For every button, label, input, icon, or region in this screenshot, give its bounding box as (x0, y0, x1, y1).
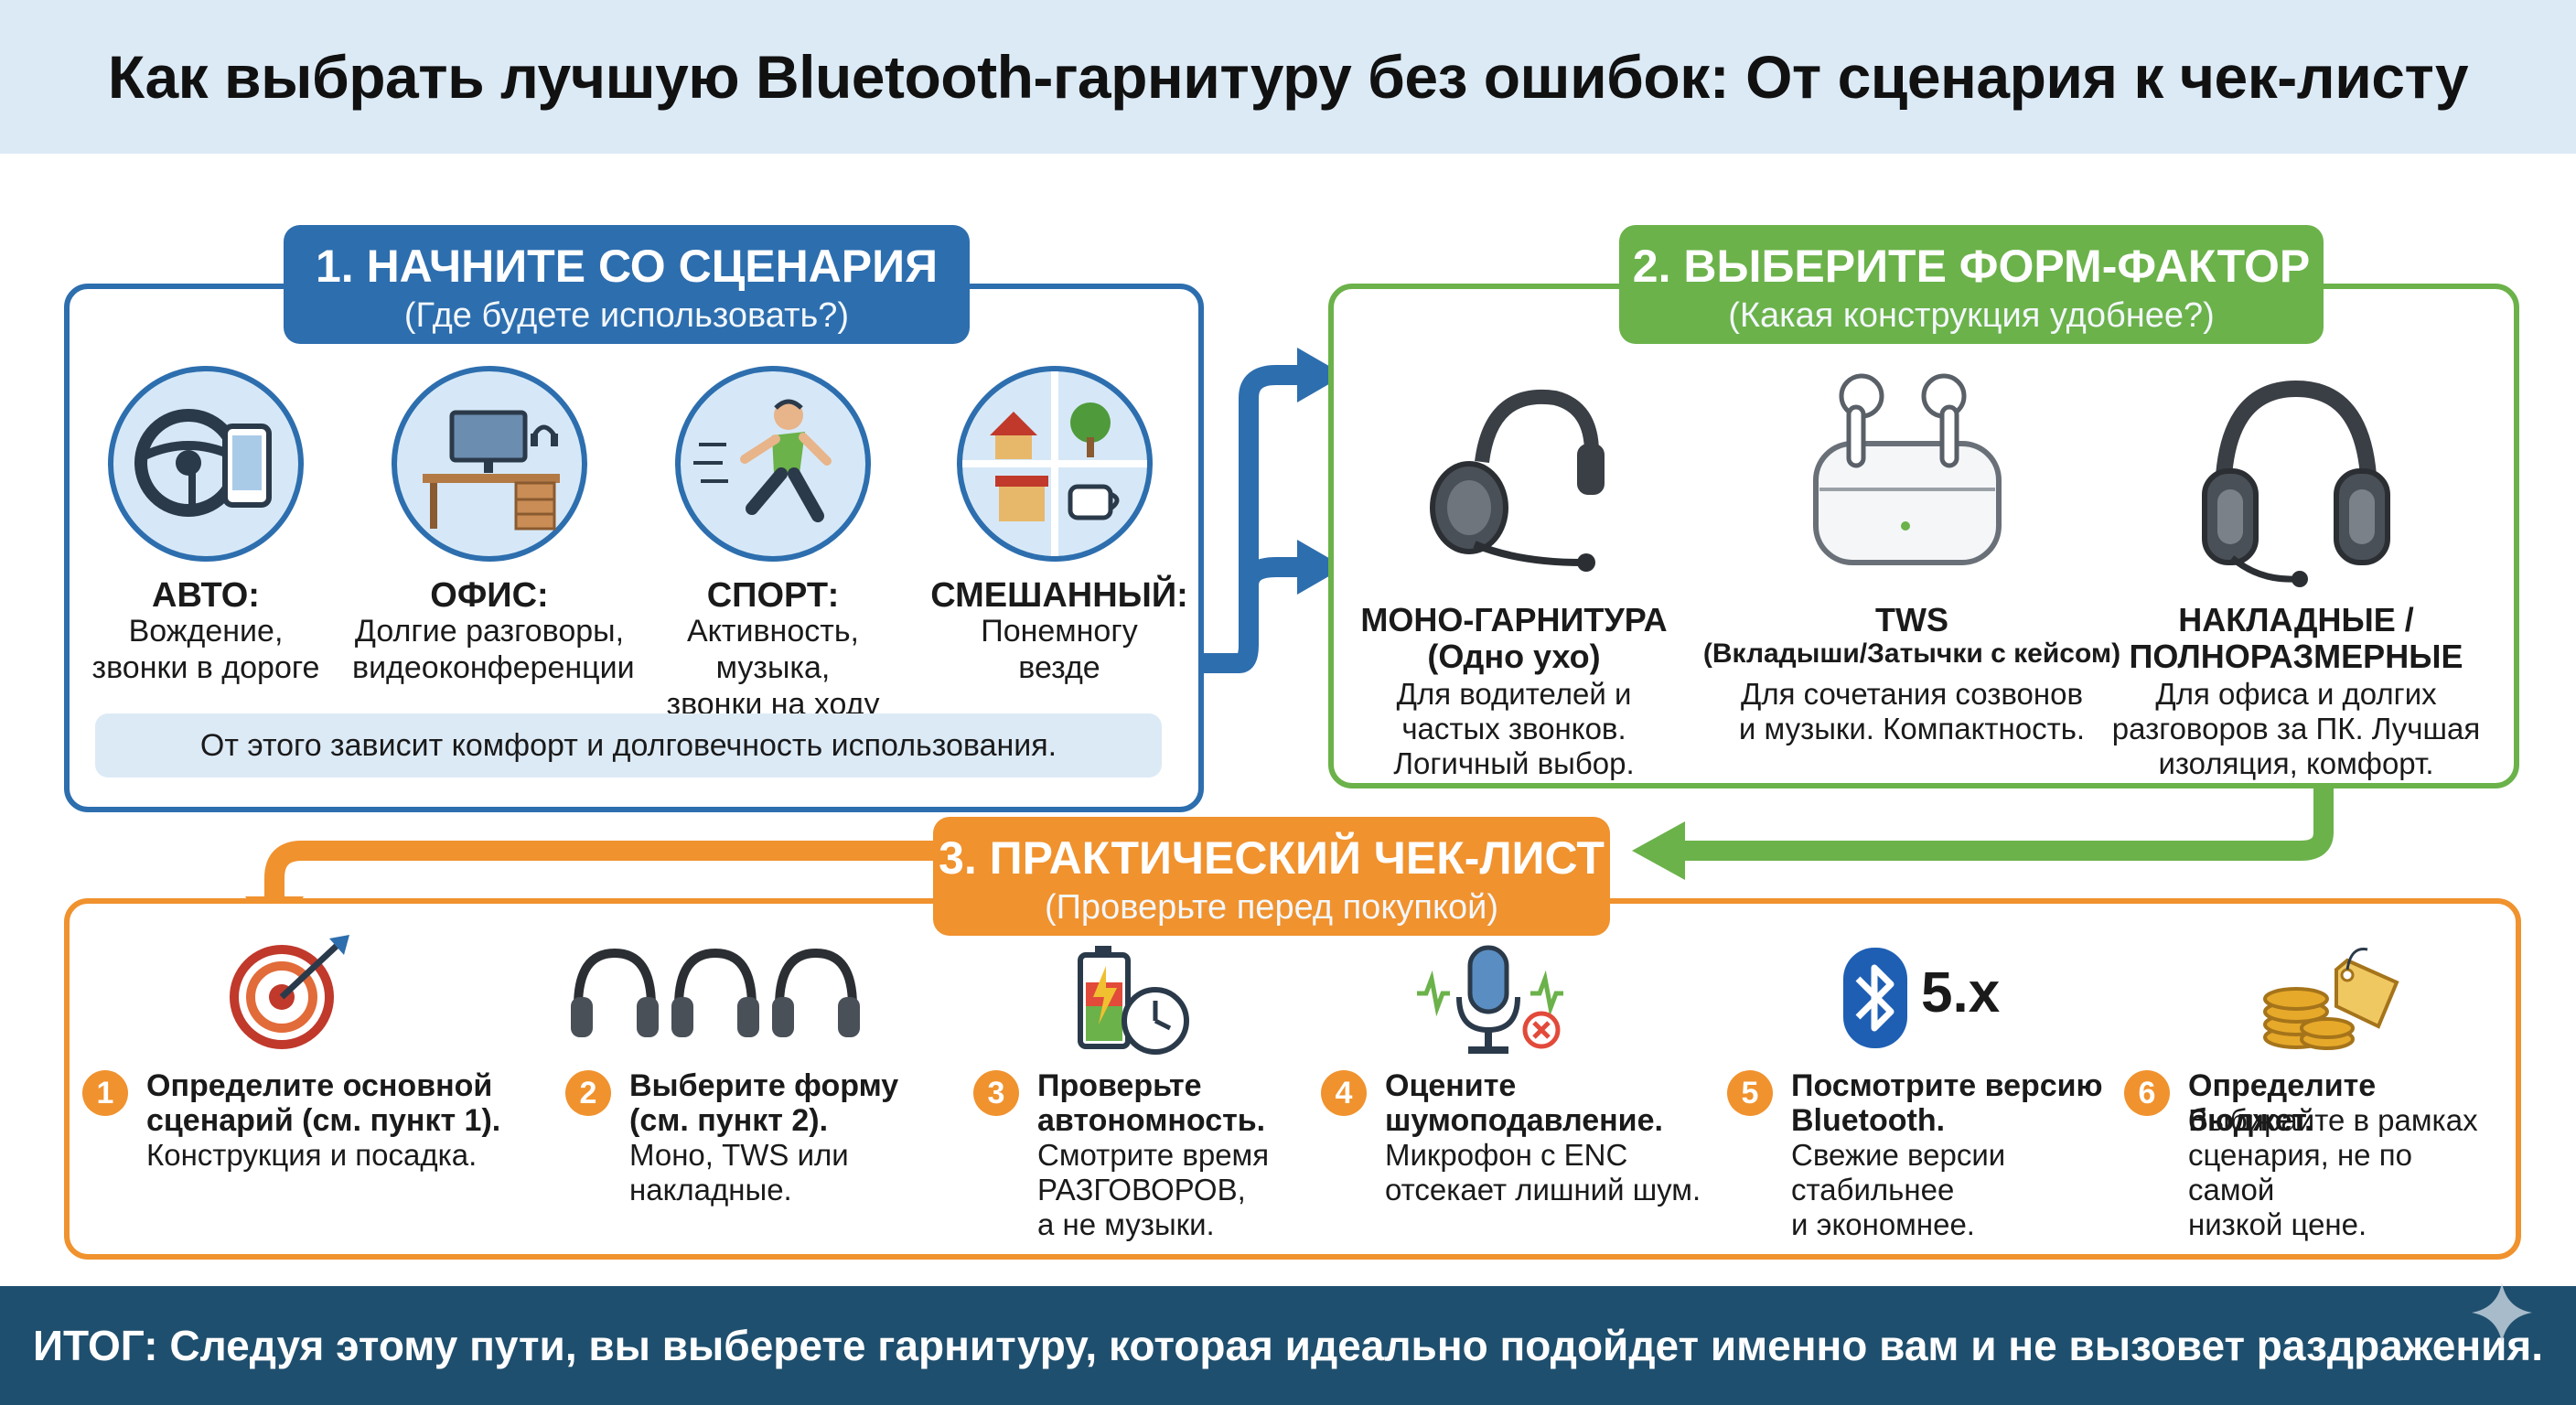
checklist-panel (64, 898, 2521, 1260)
office-desk-icon (392, 366, 587, 562)
steering-wheel-phone-icon (108, 366, 304, 562)
form-factor-title: МОНО-ГАРНИТУРА(Одно ухо) (1360, 601, 1668, 675)
step-number-badge: 3 (973, 1070, 1019, 1116)
scenario-title: АВТО: (152, 576, 260, 615)
over-ear-headset-icon (2202, 380, 2390, 587)
step1-header: 1. НАЧНИТЕ СО СЦЕНАРИЯ (Где будете испол… (284, 225, 970, 344)
form-factor-subtitle: (Вкладыши/Затычки с кейсом) (1702, 638, 2121, 669)
summary-text: ИТОГ: Следуя этому пути, вы выберете гар… (32, 1322, 2544, 1369)
step3-header: 3. ПРАКТИЧЕСКИЙ ЧЕК-ЛИСТ (Проверьте пере… (933, 817, 1610, 936)
step2-title: 2. ВЫБЕРИТЕ ФОРМ-ФАКТОР (1632, 241, 2311, 292)
step2-header: 2. ВЫБЕРИТЕ ФОРМ-ФАКТОР (Какая конструкц… (1619, 225, 2324, 344)
scenario-title: СМЕШАННЫЙ: (930, 576, 1188, 615)
scenario-desc: Активность, музыка,звонки на ходу (666, 614, 880, 722)
page-title: Как выбрать лучшую Bluetooth-гарнитуру б… (107, 43, 2469, 111)
step-number-badge: 6 (2124, 1070, 2170, 1116)
step3-title: 3. ПРАКТИЧЕСКИЙ ЧЕК-ЛИСТ (939, 832, 1605, 884)
step-number-badge: 2 (565, 1070, 611, 1116)
step-number-badge: 5 (1727, 1070, 1773, 1116)
step-number-badge: 4 (1321, 1070, 1367, 1116)
coins-tag-icon (2263, 947, 2399, 1050)
mixed-places-icon (957, 366, 1153, 562)
step-number-badge: 1 (82, 1070, 128, 1116)
target-icon (230, 935, 349, 1049)
checklist-item-desc: Конструкция и посадка. (146, 1138, 478, 1172)
scenario-desc: Долгие разговоры,видеоконференции (352, 614, 635, 685)
tws-earbuds-icon (1813, 373, 2002, 565)
step2-subtitle: (Какая конструкция удобнее?) (1728, 296, 2215, 335)
step1-title: 1. НАЧНИТЕ СО СЦЕНАРИЯ (315, 241, 939, 292)
scenario-desc: Вождение,звонки в дороге (91, 614, 320, 685)
battery-clock-icon (1078, 946, 1189, 1055)
runner-icon (675, 366, 871, 562)
form-factor-title: НАКЛАДНЫЕ /ПОЛНОРАЗМЕРНЫЕ (2129, 601, 2463, 675)
checklist-item-title: Определите бюджет. (2188, 1068, 2377, 1138)
headsets-icon (571, 948, 860, 1037)
form-factor-title: TWS (1875, 601, 1948, 638)
bluetooth-icon (1843, 948, 1907, 1048)
step1-subtitle: (Где будете использовать?) (403, 296, 850, 335)
summary-footer: ИТОГ: Следуя этому пути, вы выберете гар… (0, 1286, 2576, 1405)
scenario-title: ОФИС: (430, 576, 549, 615)
header-bar: Как выбрать лучшую Bluetooth-гарнитуру б… (0, 0, 2576, 154)
scenario-note: От этого зависит комфорт и долговечность… (95, 713, 1162, 778)
microphone-noise-icon (1417, 945, 1563, 1054)
checklist-item-title: Выберите форму(см. пункт 2). (629, 1068, 899, 1138)
bluetooth-version-badge: 5.x (1921, 961, 2001, 1024)
step3-subtitle: (Проверьте перед покупкой) (1044, 888, 1499, 927)
mono-headset-icon (1430, 389, 1605, 572)
sparkle-icon (2472, 1282, 2532, 1343)
scenario-title: СПОРТ: (706, 576, 840, 615)
